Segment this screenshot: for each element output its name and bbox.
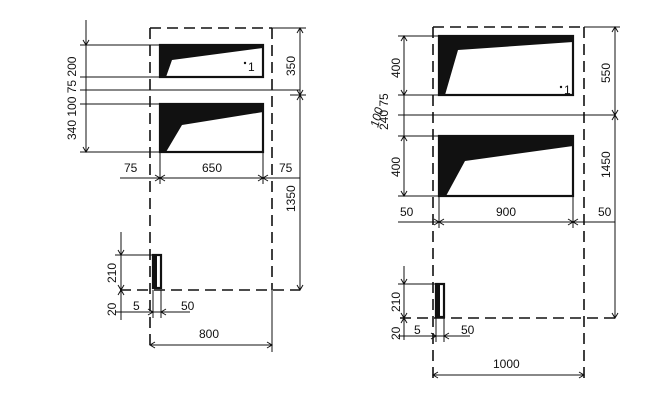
left-drawing: 1 340 100 75 200	[65, 20, 306, 352]
left-dim-75-left: 75	[124, 161, 138, 175]
right-dims-right: 550 1450	[584, 26, 620, 319]
right-drawing: 1 400 240 75 100 400	[367, 26, 620, 379]
left-top-panel: 1	[158, 43, 265, 79]
right-dim-210: 210	[389, 292, 403, 312]
right-dims-small: 210 20 5 50	[389, 266, 475, 342]
left-dim-20: 20	[105, 302, 119, 316]
left-dim-800: 800	[199, 327, 219, 341]
right-dim-50: 50	[461, 323, 475, 337]
right-dim-1000: 1000	[493, 357, 520, 371]
left-dims-left-stack: 340 100 75 200	[65, 20, 300, 153]
left-dim-650: 650	[202, 161, 222, 175]
left-dim-50: 50	[181, 299, 195, 313]
left-dims-total: 800	[149, 290, 273, 352]
left-small-part	[151, 253, 163, 290]
right-dim-400-bottom: 400	[389, 157, 403, 177]
left-dims-right: 350 1350	[272, 27, 306, 291]
right-dims-total: 1000	[432, 357, 585, 379]
right-top-panel: 1	[437, 34, 575, 97]
left-dim-210: 210	[105, 263, 119, 283]
right-dims-width: 50 900 50	[398, 196, 615, 228]
right-small-part	[434, 282, 446, 319]
left-dims-left-label: 340 100 75 200	[65, 56, 79, 140]
left-dim-1350: 1350	[284, 185, 298, 212]
right-bottom-panel	[437, 134, 575, 198]
left-dim-75-right: 75	[279, 161, 293, 175]
right-dim-550: 550	[599, 63, 613, 83]
right-dim-5: 5	[414, 323, 421, 337]
left-top-panel-mark: 1	[248, 60, 255, 74]
right-dims-middle: 240 75	[377, 93, 391, 130]
right-dim-1450: 1450	[599, 151, 613, 178]
right-dim-400-top: 400	[389, 58, 403, 78]
left-dims-small: 210 20 5 50	[105, 232, 195, 320]
right-dim-50-left: 50	[400, 205, 414, 219]
right-top-panel-mark: 1	[564, 83, 571, 97]
left-dims-width: 75 650 75	[120, 152, 300, 184]
left-dim-350: 350	[284, 56, 298, 76]
right-dim-50-right: 50	[598, 205, 612, 219]
left-dashed-outline	[120, 27, 300, 345]
left-bottom-panel	[158, 102, 265, 154]
right-dims-left-stack: 400 240 75 100 400	[367, 35, 615, 197]
left-dim-5: 5	[133, 299, 140, 313]
right-dashed-outline	[400, 26, 615, 378]
right-dim-900: 900	[496, 205, 516, 219]
right-dim-100-slash: 100	[367, 105, 386, 128]
right-dim-20: 20	[389, 326, 403, 340]
